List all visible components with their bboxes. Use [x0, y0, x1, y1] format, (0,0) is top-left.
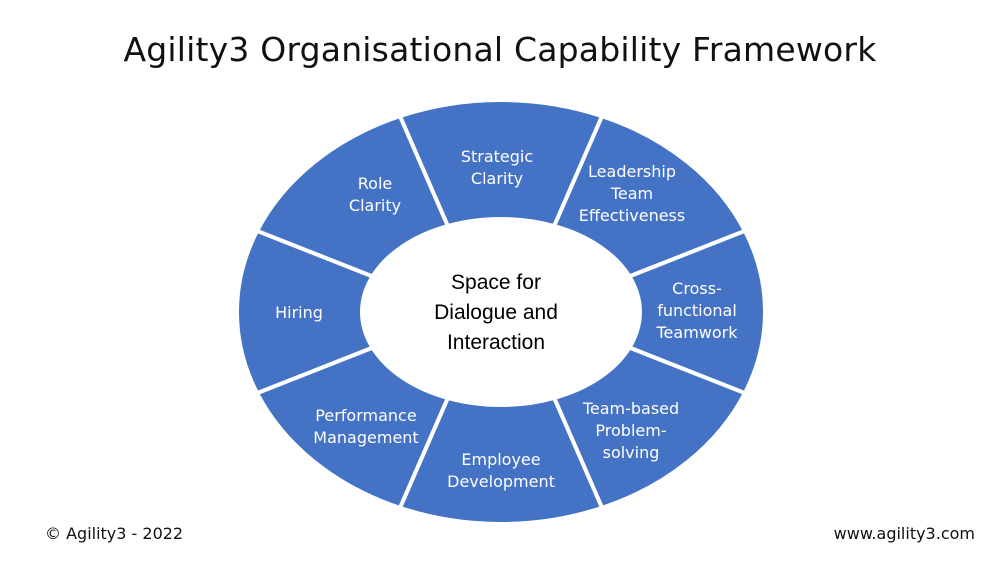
segment-label-line: Clarity	[349, 196, 401, 215]
segment-label-line: Leadership	[588, 162, 676, 181]
center-ellipse	[364, 221, 638, 403]
segment-shape	[254, 113, 451, 279]
segment-label-line: Strategic	[461, 147, 533, 166]
segment-label-line: Problem-	[595, 421, 666, 440]
segment-label-line: Effectiveness	[579, 206, 685, 225]
diagram-title: Agility3 Organisational Capability Frame…	[123, 30, 877, 69]
segment-label-line: solving	[603, 443, 660, 462]
segment-label-line: Hiring	[275, 303, 323, 322]
segment-label-line: functional	[657, 301, 737, 320]
segment-label-line: Clarity	[471, 169, 523, 188]
segment-label-line: Role	[358, 174, 392, 193]
segment-label-line: Performance	[315, 406, 416, 425]
segment-label-line: Cross-	[672, 279, 722, 298]
center-label-line: Dialogue and	[434, 301, 558, 324]
segment-label-line: Team	[610, 184, 653, 203]
segment-label-line: Employee	[461, 450, 540, 469]
center-label-line: Interaction	[447, 331, 545, 354]
segment-label-line: Teamwork	[655, 323, 738, 342]
website-text: www.agility3.com	[833, 524, 975, 543]
copyright-text: © Agility3 - 2022	[45, 524, 184, 543]
segment-label-line: Development	[447, 472, 555, 491]
segment-label: Hiring	[275, 303, 323, 322]
segment-label-line: Management	[313, 428, 418, 447]
center-label-line: Space for	[451, 271, 541, 294]
segment-label-line: Team-based	[582, 399, 679, 418]
